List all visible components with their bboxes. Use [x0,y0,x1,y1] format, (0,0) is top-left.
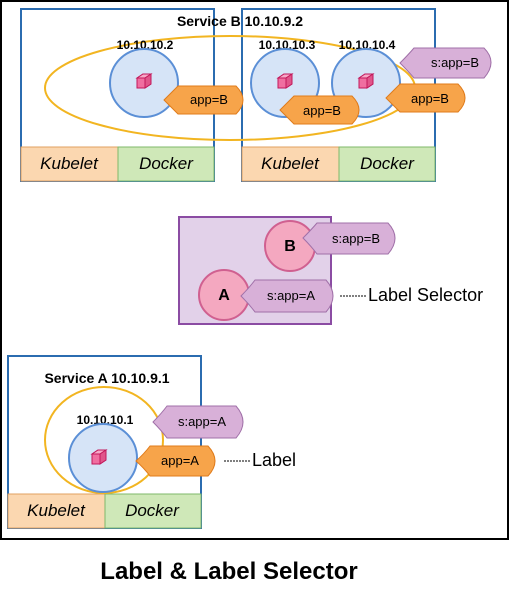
svg-text:s:app=B: s:app=B [431,55,479,70]
docker-label: Docker [125,501,180,520]
docker-box [338,146,436,182]
svg-text:app=B: app=B [303,103,341,118]
circle-b: B [264,220,316,272]
label-tag: app=B [279,95,360,125]
pod-10-10-10-2: 10.10.10.2 [109,38,179,118]
pod-cube-icon [358,73,374,89]
kubelet-label: Kubelet [27,501,86,520]
svg-text:B: B [284,238,296,255]
selector-tag: s:app=B [399,47,492,79]
selector-tag: s:app=A [152,405,244,439]
kubelet-box [20,146,119,182]
svg-text:app=B: app=B [190,92,228,107]
pod-cube-icon [91,449,107,465]
svg-text:app=B: app=B [411,91,449,106]
label-tag: app=B [385,83,466,113]
kubelet-box [7,493,106,529]
service-a-title: Service A 10.10.9.1 [44,370,169,386]
selector-tag: s:app=A [240,279,334,313]
svg-text:s:app=A: s:app=A [178,414,226,429]
svg-text:app=A: app=A [161,453,199,468]
docker-label: Docker [360,154,415,173]
kubelet-label: Kubelet [40,154,99,173]
pod-cube-icon [277,73,293,89]
kubelet-box [241,146,340,182]
caption: Label & Label Selector [100,558,357,585]
svg-text:A: A [218,287,230,304]
pod-ip: 10.10.10.4 [339,38,396,52]
pod-ip: 10.10.10.3 [259,38,316,52]
docker-box [104,493,202,529]
docker-box [117,146,215,182]
pod-10-10-10-1: 10.10.10.1 [68,413,138,493]
svg-text:s:app=A: s:app=A [267,288,315,303]
svg-text:s:app=B: s:app=B [332,231,380,246]
service-a-ellipse [44,386,164,494]
pod-ip: 10.10.10.1 [77,413,134,427]
service-b-title: Service B 10.10.9.2 [177,13,303,29]
label-annotation: Label [252,450,296,470]
pod-cube-icon [136,73,152,89]
label-selector-annotation: Label Selector [368,285,483,305]
selector-tag: s:app=B [302,222,396,255]
label-tag: app=A [135,445,216,477]
label-tag: app=B [163,85,244,115]
kubelet-label: Kubelet [261,154,320,173]
docker-label: Docker [139,154,194,173]
pod-ip: 10.10.10.2 [117,38,174,52]
